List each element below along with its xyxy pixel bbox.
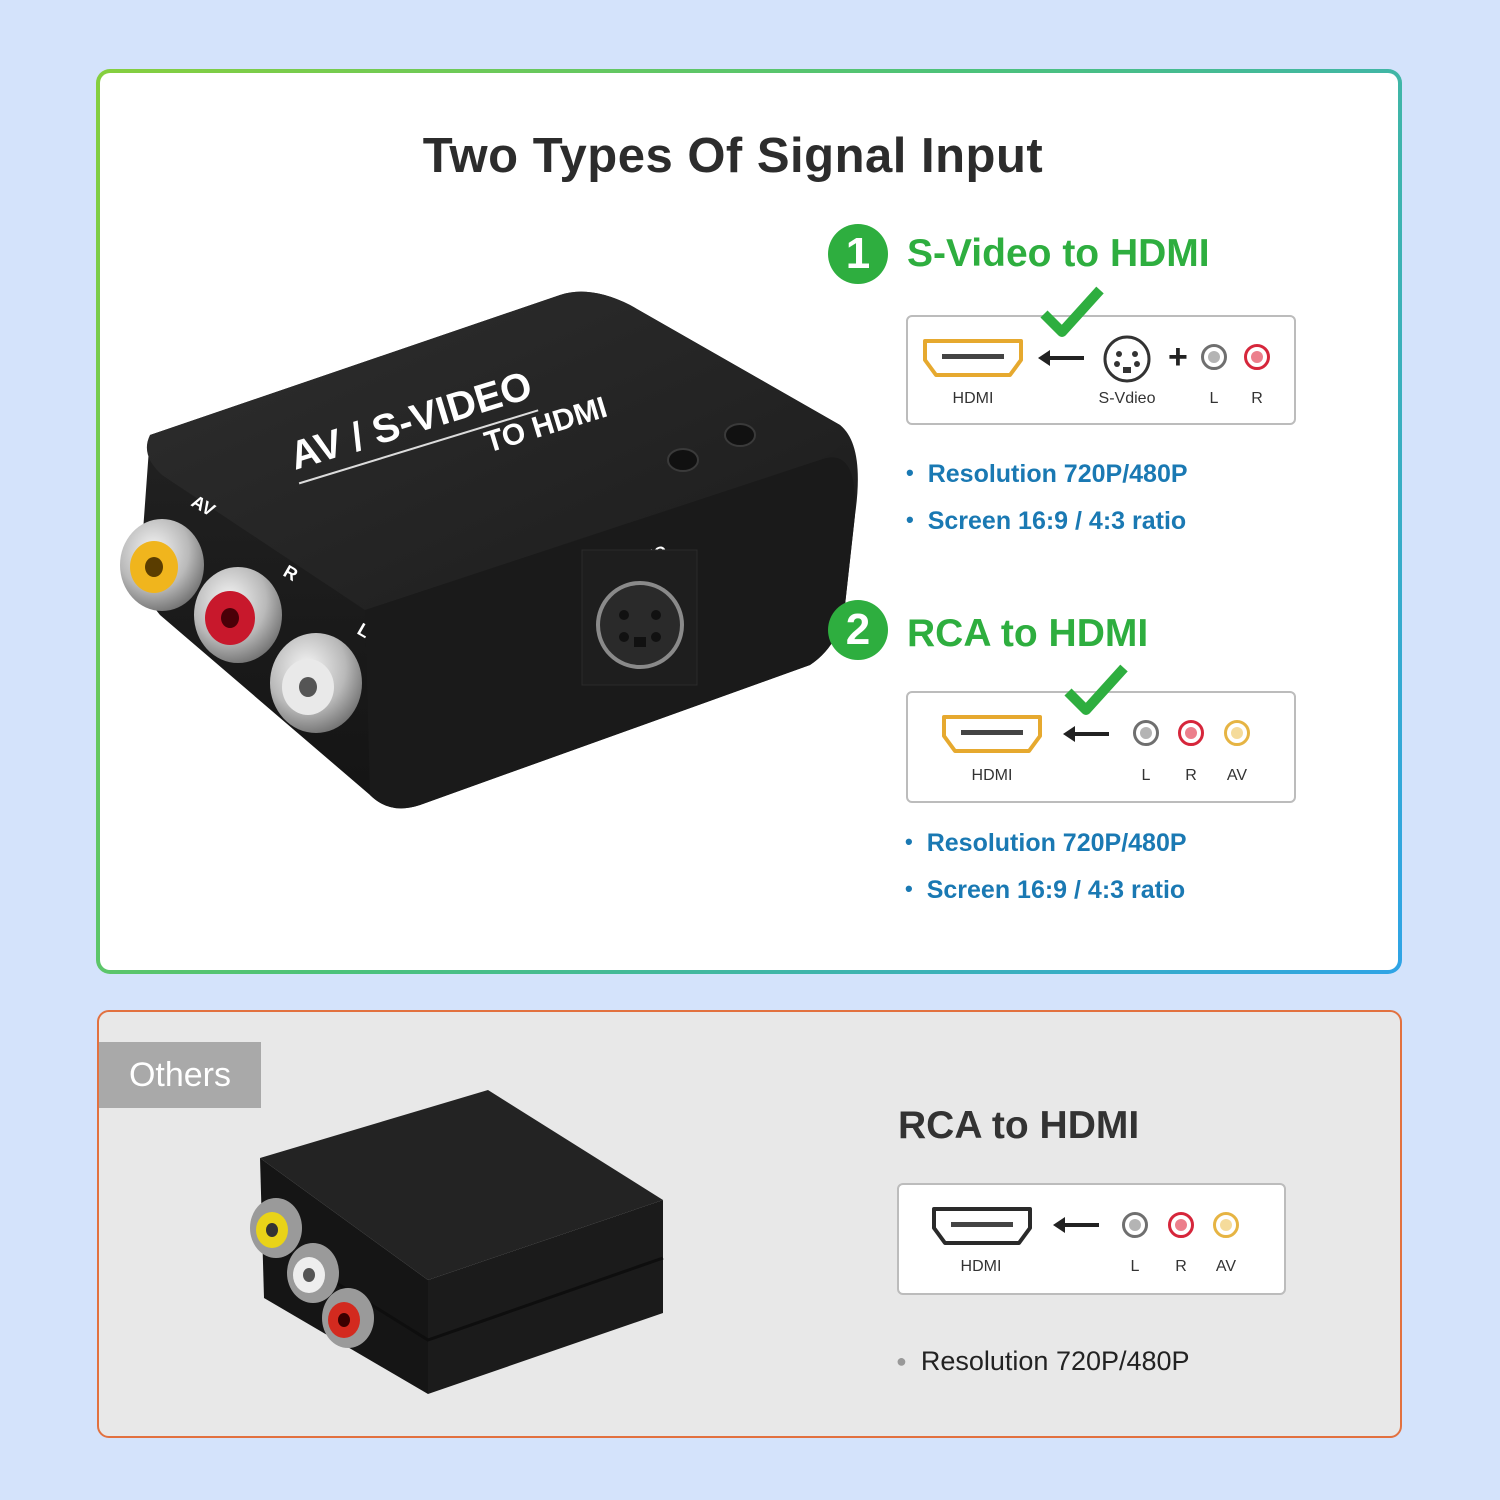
option1-r-label: R [1251, 390, 1263, 407]
option1-checkmark-icon [1040, 286, 1104, 337]
option2-arrow-icon [1063, 726, 1109, 742]
option2-r-port-icon [1178, 720, 1204, 746]
option1-bullet-resolution: •Resolution 720P/480P [906, 460, 1188, 488]
option2-av-label: AV [1226, 767, 1248, 784]
option2-heading: RCA to HDMI [907, 612, 1149, 655]
option2-hdmi-label: HDMI [971, 767, 1013, 784]
option2-l-label: L [1141, 767, 1151, 784]
option1-svideo-icon [1103, 335, 1151, 383]
option1-diagram [906, 315, 1296, 425]
others-arrow-icon [1053, 1217, 1099, 1233]
converter-product-image: AV / S-VIDEO TO HDMI AV R L S-VIDEO [120, 291, 858, 809]
other-white-port [287, 1243, 339, 1303]
option2-av-port-icon [1224, 720, 1250, 746]
others-av-port-icon [1213, 1212, 1239, 1238]
other-red-port [322, 1288, 374, 1348]
other-yellow-port [250, 1198, 302, 1258]
others-heading: RCA to HDMI [898, 1104, 1140, 1147]
option2-r-label: R [1185, 767, 1197, 784]
page-title: Two Types Of Signal Input [422, 129, 1044, 183]
others-tag: Others [99, 1042, 261, 1108]
option1-hdmi-label: HDMI [952, 390, 994, 407]
device-av-port [120, 519, 204, 611]
others-hdmi-icon [932, 1207, 1032, 1245]
option2-bullet-resolution: •Resolution 720P/480P [905, 829, 1187, 857]
option2-checkmark-icon [1064, 664, 1128, 715]
others-l-port-icon [1122, 1212, 1148, 1238]
option1-l-label: L [1209, 390, 1219, 407]
option1-plus-sign: + [1168, 338, 1188, 376]
option1-l-port-icon [1201, 344, 1227, 370]
option2-number-badge: 2 [828, 600, 888, 660]
others-bullet-resolution: ●Resolution 720P/480P [896, 1346, 1190, 1376]
option1-r-port-icon [1244, 344, 1270, 370]
option2-bullet-ratio: •Screen 16:9 / 4:3 ratio [905, 876, 1186, 904]
option1-svideo-label: S-Vdieo [1098, 390, 1156, 407]
option2-hdmi-icon [942, 715, 1042, 753]
others-hdmi-label: HDMI [960, 1258, 1002, 1275]
device-l-port [270, 633, 362, 733]
others-l-label: L [1130, 1258, 1140, 1275]
option1-arrow-icon [1038, 350, 1084, 366]
others-r-port-icon [1168, 1212, 1194, 1238]
option1-hdmi-icon [923, 339, 1023, 377]
option1-number-badge: 1 [828, 224, 888, 284]
others-r-label: R [1175, 1258, 1187, 1275]
option1-bullet-ratio: •Screen 16:9 / 4:3 ratio [906, 507, 1187, 535]
option2-l-port-icon [1133, 720, 1159, 746]
others-av-label: AV [1215, 1258, 1237, 1275]
other-converter-image [250, 1090, 664, 1394]
device-r-port [194, 567, 282, 663]
option1-heading: S-Video to HDMI [907, 232, 1210, 275]
